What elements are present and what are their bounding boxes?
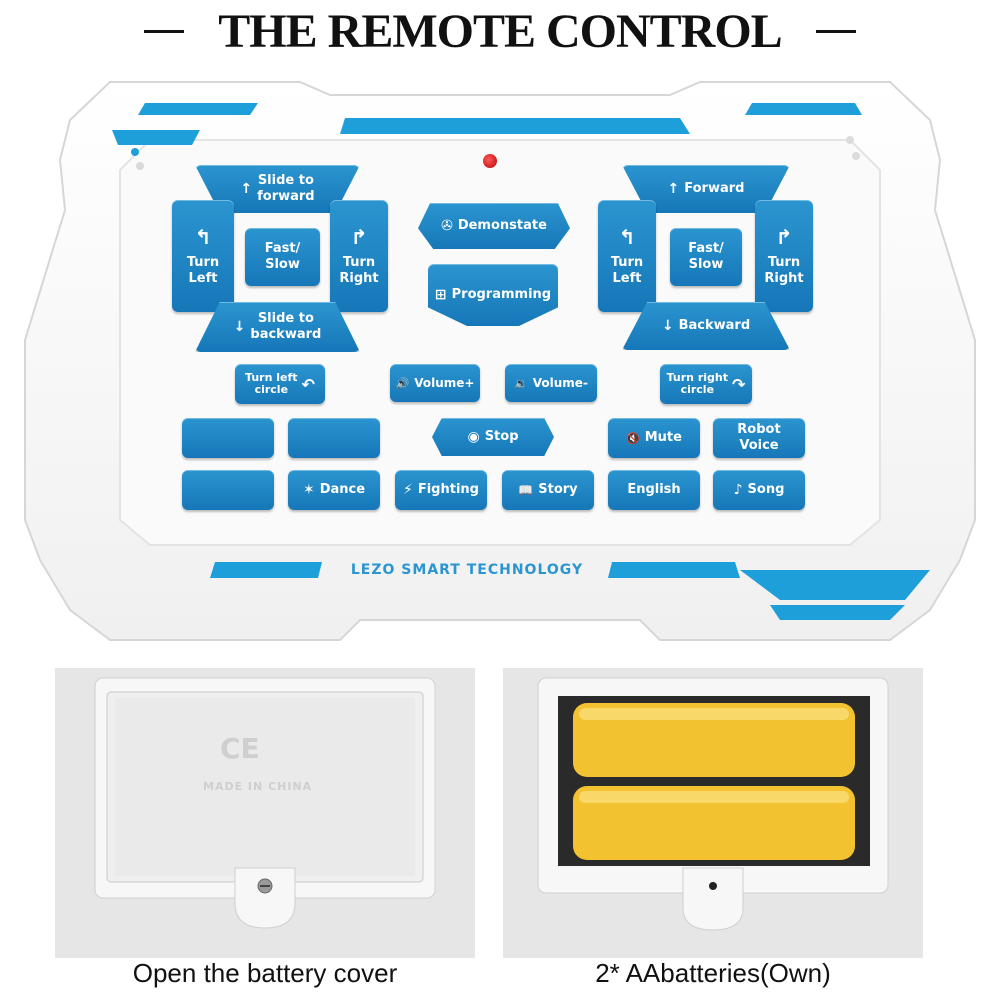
book-icon: 📖: [518, 483, 534, 497]
right-fast-slow-button[interactable]: Fast/ Slow: [670, 228, 742, 286]
caption-right: 2* AAbatteries(Own): [595, 958, 831, 988]
volume-up-label: Volume+: [414, 376, 475, 390]
turn-right-label: Turn Right: [339, 255, 379, 286]
rotate-left-icon: ↶: [301, 374, 315, 394]
blank-button-3[interactable]: [182, 470, 274, 510]
backward-button[interactable]: ↓ Backward: [622, 302, 790, 350]
dance-label: Dance: [319, 482, 366, 497]
battery-compartment-illustration: [503, 668, 923, 958]
demonstrate-button[interactable]: ✇ Demonstate: [418, 203, 570, 249]
turn-right-icon: ↱: [775, 225, 793, 249]
programming-label: Programming: [451, 287, 552, 302]
lightning-icon: ⚡: [403, 482, 413, 498]
volume-down-label: Volume-: [532, 376, 588, 390]
programming-button[interactable]: ⊞ Programming: [428, 264, 558, 326]
arrow-down-icon: ↓: [661, 318, 674, 334]
slide-forward-label: Slide to forward: [257, 173, 315, 204]
slide-backward-label: Slide to backward: [250, 311, 322, 342]
caption-left: Open the battery cover: [132, 958, 398, 988]
turn-left-icon: ↰: [194, 225, 212, 249]
mute-button[interactable]: 🔇 Mute: [608, 418, 700, 458]
stop-icon: ◉: [467, 429, 480, 445]
backward-label: Backward: [678, 318, 751, 333]
indicator-led: [483, 154, 497, 168]
turn-left-label: Turn Left: [610, 255, 644, 286]
english-button[interactable]: English: [608, 470, 700, 510]
robot-voice-label: Robot Voice: [737, 422, 781, 453]
rotate-right-icon: ↷: [731, 374, 746, 394]
battery-cover-photo: CE MADE IN CHINA: [55, 668, 475, 958]
battery-cover-illustration: [55, 668, 475, 958]
turn-left-button[interactable]: ↰ Turn Left: [172, 200, 234, 312]
story-button[interactable]: 📖 Story: [502, 470, 594, 510]
made-in-china-text: MADE IN CHINA: [203, 780, 313, 793]
fighting-label: Fighting: [417, 482, 479, 497]
turn-left-circle-label: Turn left circle: [245, 371, 298, 396]
title-dash-left: [144, 30, 185, 34]
mute-label: Mute: [644, 430, 682, 445]
blank-button-2[interactable]: [288, 418, 380, 458]
turn-right-circle-button[interactable]: Turn right circle↷: [660, 364, 752, 404]
turn-left-circle-button[interactable]: Turn left circle↶: [235, 364, 325, 404]
stop-label: Stop: [484, 429, 519, 444]
turn-right-circle-label: Turn right circle: [666, 371, 728, 396]
mute-icon: 🔇: [626, 431, 640, 445]
fighting-button[interactable]: ⚡ Fighting: [395, 470, 487, 510]
turn-right-label: Turn Right: [764, 255, 804, 286]
title-text: THE REMOTE CONTROL: [218, 5, 782, 58]
story-label: Story: [538, 482, 578, 497]
film-reel-icon: ✇: [441, 218, 453, 234]
volume-up-button[interactable]: 🔊 Volume+: [390, 364, 480, 402]
arrow-up-icon: ↑: [240, 181, 253, 197]
speaker-loud-icon: 🔊: [395, 376, 410, 390]
fast-slow-label: Fast/ Slow: [688, 241, 724, 272]
page-title: THE REMOTE CONTROL: [0, 4, 1000, 59]
brand-label: LEZO SMART TECHNOLOGY: [350, 562, 584, 578]
turn-left-label: Turn Left: [186, 255, 220, 286]
windows-icon: ⊞: [434, 287, 447, 303]
ce-mark: CE: [220, 732, 260, 765]
right-turn-left-button[interactable]: ↰ Turn Left: [598, 200, 656, 312]
demonstrate-label: Demonstate: [457, 218, 547, 233]
fast-slow-button[interactable]: Fast/ Slow: [245, 228, 320, 286]
arrow-up-icon: ↑: [667, 181, 680, 197]
turn-right-icon: ↱: [350, 225, 368, 249]
english-label: English: [627, 482, 681, 497]
slide-backward-button[interactable]: ↓Slide to backward: [195, 302, 360, 352]
stop-button[interactable]: ◉ Stop: [432, 418, 554, 456]
dancer-icon: ✶: [302, 482, 315, 498]
arrow-down-icon: ↓: [233, 319, 246, 335]
blank-button-1[interactable]: [182, 418, 274, 458]
forward-label: Forward: [684, 181, 745, 196]
speaker-soft-icon: 🔉: [514, 376, 528, 390]
turn-right-button[interactable]: ↱ Turn Right: [330, 200, 388, 312]
music-note-icon: ♪: [733, 482, 743, 498]
fast-slow-label: Fast/ Slow: [264, 241, 301, 272]
song-label: Song: [747, 482, 785, 497]
robot-voice-button[interactable]: Robot Voice: [713, 418, 805, 458]
right-turn-right-button[interactable]: ↱ Turn Right: [755, 200, 813, 312]
battery-compartment-photo: [503, 668, 923, 958]
volume-down-button[interactable]: 🔉 Volume-: [505, 364, 597, 402]
song-button[interactable]: ♪ Song: [713, 470, 805, 510]
dance-button[interactable]: ✶ Dance: [288, 470, 380, 510]
turn-left-icon: ↰: [618, 225, 636, 249]
title-dash-right: [815, 30, 856, 34]
